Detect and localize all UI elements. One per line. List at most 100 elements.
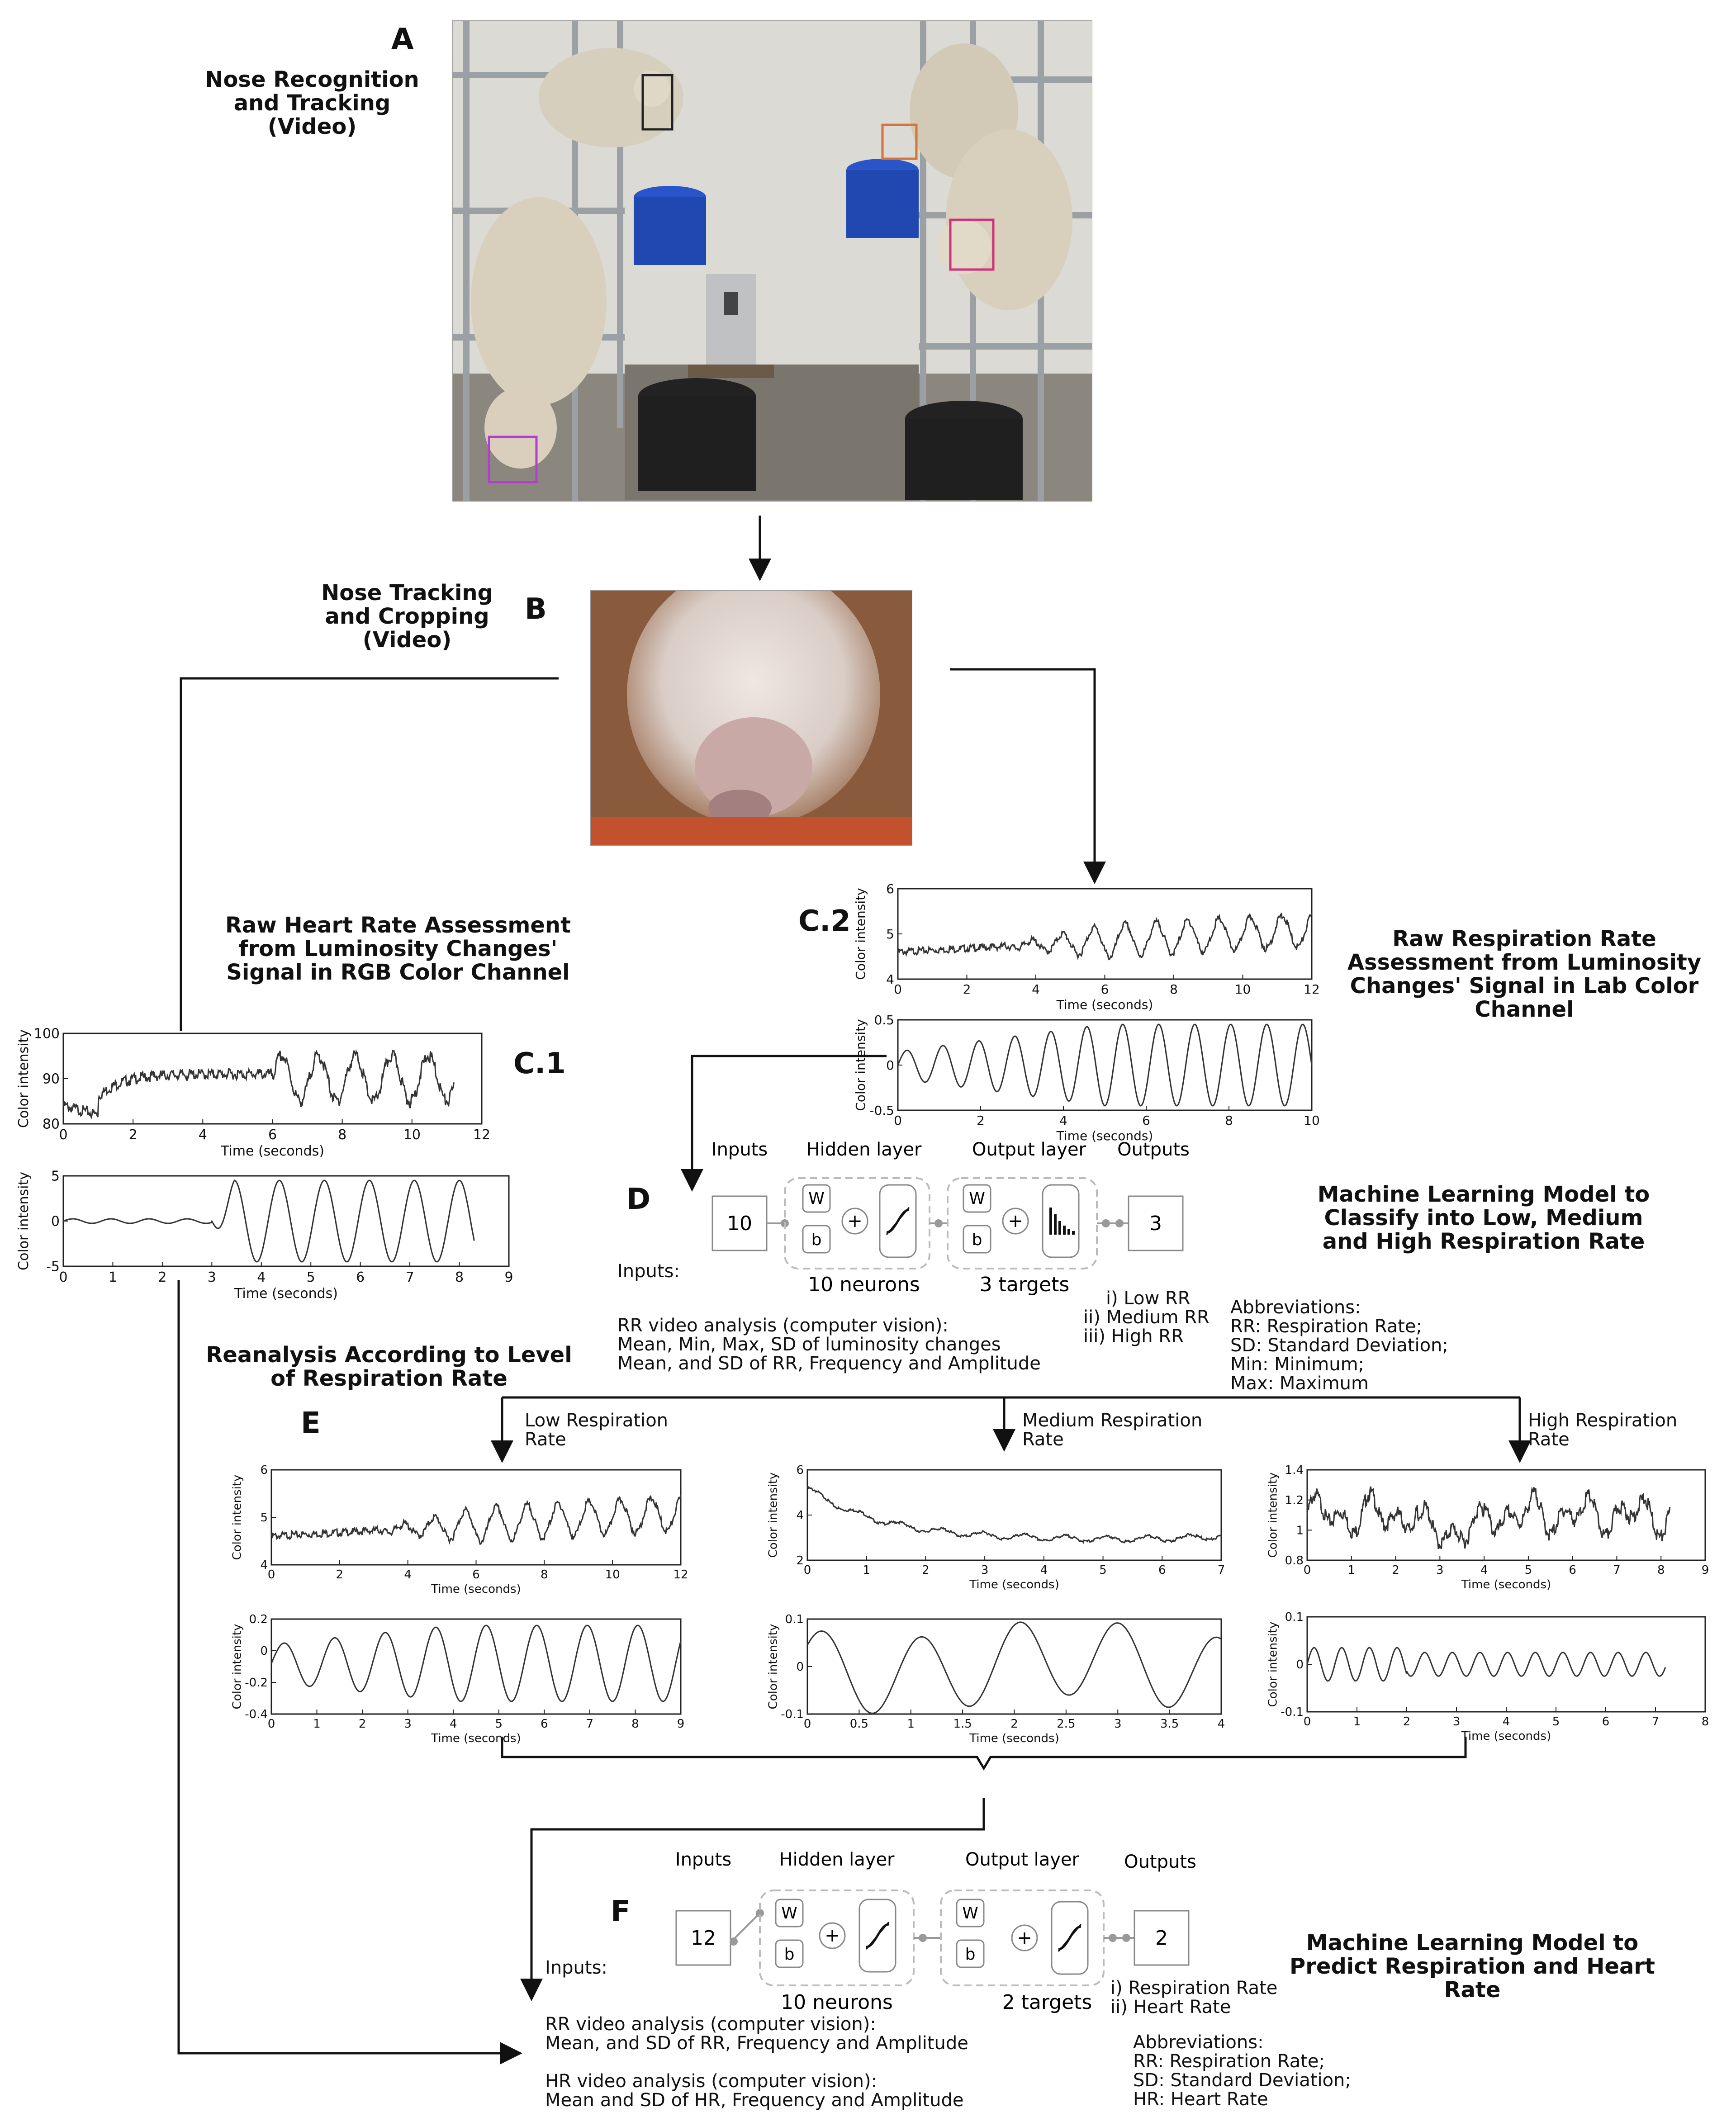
group-label-medium: Medium Respiration Rate xyxy=(1022,1411,1202,1449)
group-label-line: Medium Respiration xyxy=(1022,1410,1203,1431)
output-caption: 2 targets xyxy=(1002,1991,1092,2014)
title-line: Machine Learning Model to xyxy=(1306,1930,1639,1956)
x-tick-label: 2 xyxy=(963,982,971,997)
panel-e-title: Reanalysis According to Level of Respira… xyxy=(181,1343,597,1390)
nose-crop-photo xyxy=(590,590,912,846)
panel-a-title: Nose Recognition and Tracking (Video) xyxy=(190,68,434,138)
y-axis-label: Color intensity xyxy=(1266,1473,1280,1558)
y-tick-label: 0 xyxy=(51,1214,60,1230)
y-tick-label: 6 xyxy=(886,881,894,896)
abbrev-line: RR: Respiration Rate; xyxy=(1230,1316,1422,1337)
x-axis-label: Time (seconds) xyxy=(969,1732,1059,1745)
x-tick-label: 9 xyxy=(677,1717,685,1731)
series-line xyxy=(270,1624,682,1702)
panel-f-inputs-label: Inputs: xyxy=(545,1957,607,1978)
panel-d-inputs-text: RR video analysis (computer vision): Mea… xyxy=(617,1316,1041,1373)
x-tick-label: 4 xyxy=(1480,1563,1488,1577)
net-outputs-header: Outputs xyxy=(1117,1139,1190,1160)
panel-f-targets: i) Respiration Rate ii) Heart Rate xyxy=(1110,1979,1277,2017)
x-tick-label: 8 xyxy=(1657,1563,1665,1577)
y-axis-label: Color intensity xyxy=(766,1473,780,1558)
y-tick-label: 1 xyxy=(1296,1524,1304,1537)
x-tick-label: 6 xyxy=(356,1269,365,1285)
x-tick-label: 5 xyxy=(1099,1563,1107,1577)
x-tick-label: 0 xyxy=(59,1127,67,1143)
panel-d-letter: D xyxy=(626,1183,651,1216)
x-tick-label: 4 xyxy=(1040,1563,1048,1577)
net-output-box xyxy=(1134,1910,1190,1966)
net-input-box xyxy=(675,1910,731,1966)
x-tick-label: 0.5 xyxy=(850,1717,868,1731)
net-inputs-header: Inputs xyxy=(675,1849,731,1870)
x-tick-label: 5 xyxy=(495,1717,503,1731)
x-tick-label: 8 xyxy=(631,1717,639,1731)
x-tick-label: 12 xyxy=(673,1568,688,1582)
net-input-count: 10 xyxy=(727,1212,752,1235)
x-tick-label: 6 xyxy=(268,1127,277,1143)
title-line: of Respiration Rate xyxy=(270,1366,508,1391)
panel-c2-letter: C.2 xyxy=(798,905,851,938)
title-line: (Video) xyxy=(267,114,357,139)
weight-label: W xyxy=(969,1189,985,1208)
x-tick-label: 1.5 xyxy=(953,1717,972,1731)
x-tick-label: 6 xyxy=(1602,1715,1610,1729)
x-tick-label: 4 xyxy=(450,1717,457,1731)
panel-c1-letter: C.1 xyxy=(513,1047,566,1080)
y-axis-label: Color intensity xyxy=(16,1029,32,1128)
y-tick-label: -5 xyxy=(46,1259,60,1275)
title-line: Changes' Signal in Lab Color xyxy=(1350,973,1699,999)
x-tick-label: 0 xyxy=(804,1563,811,1577)
x-tick-label: 0 xyxy=(59,1269,67,1285)
series-line xyxy=(1306,1647,1666,1682)
nose-crop-illustration xyxy=(591,591,912,845)
output-caption: 3 targets xyxy=(980,1273,1070,1296)
inputs-line: RR video analysis (computer vision): xyxy=(617,1315,949,1336)
barn-photo xyxy=(452,20,1092,502)
y-tick-label: 0.2 xyxy=(249,1613,268,1626)
x-tick-label: 4 xyxy=(257,1269,266,1285)
plot-frame xyxy=(1306,1469,1706,1561)
softmax-bars-icon xyxy=(1049,1208,1075,1235)
title-line: Nose Tracking xyxy=(321,580,493,606)
y-tick-label: 0 xyxy=(796,1660,804,1674)
bias-label: b xyxy=(811,1231,822,1249)
weight-label: W xyxy=(962,1904,978,1923)
net-input-count: 12 xyxy=(691,1927,716,1950)
y-tick-label: -0.1 xyxy=(1281,1705,1304,1719)
inputs-line: RR video analysis (computer vision): xyxy=(545,2014,876,2035)
abbrev-line: Max: Maximum xyxy=(1230,1373,1369,1394)
y-tick-label: 1.4 xyxy=(1285,1463,1304,1477)
abbrev-line: RR: Respiration Rate; xyxy=(1133,2051,1325,2072)
panel-b-letter: B xyxy=(525,592,547,626)
plot-frame xyxy=(1306,1616,1706,1713)
barn-photo-illustration xyxy=(453,21,1092,501)
sum-label: + xyxy=(825,1925,840,1946)
x-tick-label: 2 xyxy=(922,1563,930,1577)
y-tick-label: 6 xyxy=(260,1463,268,1477)
y-tick-label: 5 xyxy=(51,1169,60,1184)
panel-c1-title: Raw Heart Rate Assessment from Luminosit… xyxy=(181,914,615,984)
abbrev-line: SD: Standard Deviation; xyxy=(1133,2070,1351,2091)
plot-frame xyxy=(897,888,1313,980)
bias-label: b xyxy=(972,1231,982,1249)
inputs-line: Mean, and SD of RR, Frequency and Amplit… xyxy=(617,1353,1041,1374)
x-axis-label: Time (seconds) xyxy=(431,1732,521,1745)
y-axis-label: Color intensity xyxy=(853,1019,868,1111)
x-axis-label: Time (seconds) xyxy=(1461,1578,1551,1591)
x-tick-label: 10 xyxy=(403,1127,421,1143)
abbrev-line: Min: Minimum; xyxy=(1230,1354,1365,1375)
x-tick-label: 2 xyxy=(129,1127,138,1143)
x-tick-label: 0 xyxy=(894,1113,902,1128)
title-line: Reanalysis According to Level xyxy=(206,1342,572,1368)
weight-label: W xyxy=(808,1189,825,1208)
x-tick-label: 10 xyxy=(1235,982,1251,997)
x-tick-label: 5 xyxy=(307,1269,315,1285)
bias-label: b xyxy=(965,1945,976,1964)
x-tick-label: 5 xyxy=(1525,1563,1532,1577)
